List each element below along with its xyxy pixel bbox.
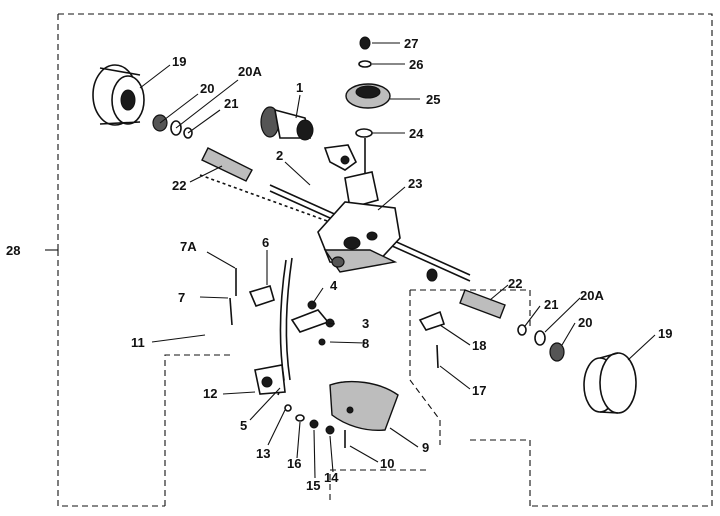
label-10: 10 (380, 456, 394, 471)
shift-bracket (323, 144, 358, 171)
assembly-boundary (57, 13, 713, 507)
label-7: 7 (178, 290, 185, 305)
top-gear-stack (345, 36, 391, 175)
label-22-right: 22 (508, 276, 522, 291)
spring-and-bolt (229, 268, 237, 326)
label-19-right: 19 (658, 326, 672, 341)
label-25: 25 (426, 92, 440, 107)
lever-bracket (254, 364, 286, 395)
label-14: 14 (324, 470, 339, 485)
label-3: 3 (362, 316, 369, 331)
pinion-gear (260, 106, 314, 141)
label-20-left: 20 (200, 81, 214, 96)
label-5: 5 (240, 418, 247, 433)
label-6: 6 (262, 235, 269, 250)
label-16: 16 (287, 456, 301, 471)
right-bushings (517, 324, 565, 362)
shift-fork (418, 310, 446, 369)
transmission-housing (317, 171, 401, 273)
label-28: 28 (6, 243, 20, 258)
label-1: 1 (296, 80, 303, 95)
label-17: 17 (472, 383, 486, 398)
label-23: 23 (408, 176, 422, 191)
right-spacer-tube (459, 289, 506, 319)
gear-cover (329, 380, 399, 432)
label-21-right: 21 (544, 297, 558, 312)
label-18: 18 (472, 338, 486, 353)
label-20A-left: 20A (238, 64, 262, 79)
label-26: 26 (409, 57, 423, 72)
right-wheel (583, 352, 637, 414)
mount-bracket (248, 285, 275, 307)
label-15: 15 (306, 478, 320, 493)
label-20-right: 20 (578, 315, 592, 330)
left-bushings (152, 114, 193, 139)
label-13: 13 (256, 446, 270, 461)
axle-collar (426, 268, 438, 282)
part-labels: 28 19 20A 20 21 22 1 2 27 26 25 24 23 7A… (6, 36, 672, 493)
left-spacer-tube (201, 147, 253, 182)
left-wheel (92, 64, 145, 126)
label-20A-right: 20A (580, 288, 604, 303)
label-19-left: 19 (172, 54, 186, 69)
label-12: 12 (203, 386, 217, 401)
label-7A: 7A (180, 239, 197, 254)
label-24: 24 (409, 126, 424, 141)
label-9: 9 (422, 440, 429, 455)
label-8: 8 (362, 336, 369, 351)
label-21-left: 21 (224, 96, 238, 111)
label-2: 2 (276, 148, 283, 163)
label-4: 4 (330, 278, 338, 293)
leader-lines (45, 42, 656, 479)
label-22-left: 22 (172, 178, 186, 193)
small-fasteners (284, 404, 335, 435)
shift-plate (290, 300, 335, 346)
label-11: 11 (131, 335, 145, 350)
label-27: 27 (404, 36, 418, 51)
